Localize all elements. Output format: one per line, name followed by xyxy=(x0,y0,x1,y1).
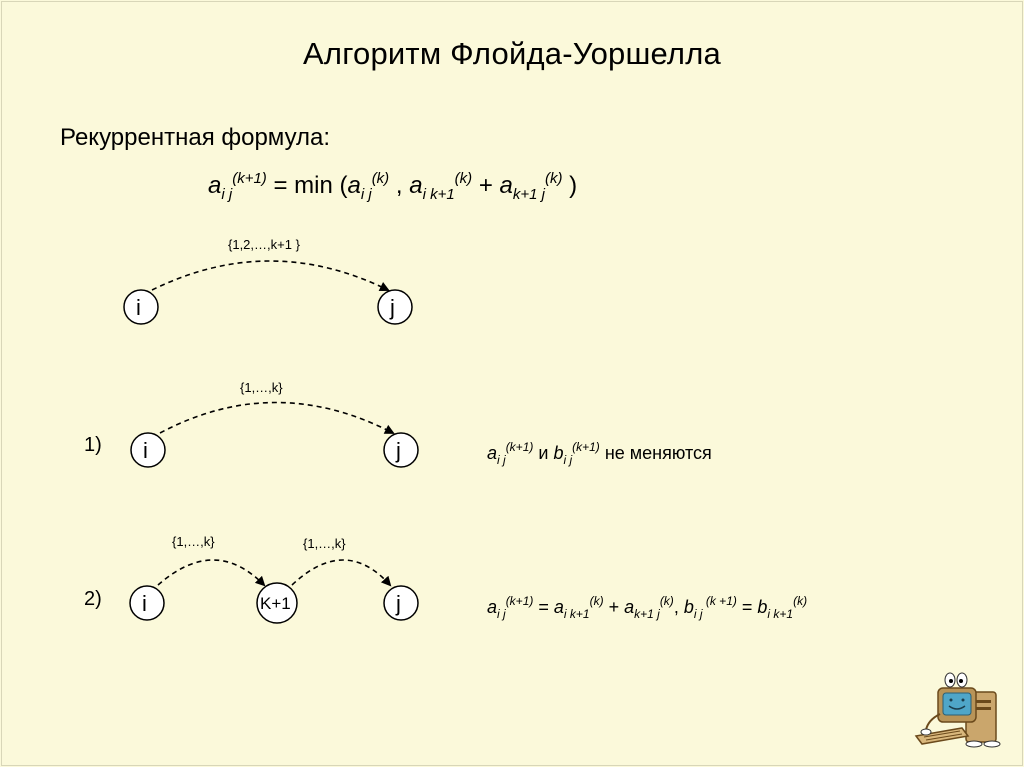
case1-path-arc xyxy=(159,401,395,434)
case2-node-i: i xyxy=(129,585,165,621)
slide-title: Алгоритм Флойда-Уоршелла xyxy=(303,36,721,71)
case2-node-j: j xyxy=(383,585,419,621)
case1-node-i: i xyxy=(130,432,166,468)
case-1-caption: ai j(k+1) и bi j(k+1) не меняются xyxy=(487,440,712,467)
case1-path-label: {1,…,k} xyxy=(240,380,283,395)
recurrence-formula: ai j(k+1) = min (ai j(k) , ai k+1(k) + a… xyxy=(208,170,578,203)
case2-node-k1: K+1 xyxy=(256,582,298,624)
formula-heading: Рекуррентная формула: xyxy=(60,124,331,151)
case1-node-j: j xyxy=(383,432,419,468)
top-path-label: {1,2,…,k+1 } xyxy=(228,237,301,252)
svg-text:j: j xyxy=(389,295,395,320)
svg-text:j: j xyxy=(395,591,401,616)
svg-text:i: i xyxy=(142,591,147,616)
case2-left-label: {1,…,k} xyxy=(172,534,215,549)
case2-left-arc xyxy=(157,559,266,587)
top-path-arc xyxy=(151,260,390,291)
case2-right-label: {1,…,k} xyxy=(303,536,346,551)
case-2-number: 2) xyxy=(84,588,102,610)
computer-mascot-icon xyxy=(914,672,1001,748)
case-1-number: 1) xyxy=(84,434,102,456)
top-node-i: i xyxy=(123,289,159,325)
svg-text:K+1: K+1 xyxy=(260,594,291,613)
top-node-j: j xyxy=(377,289,413,325)
case2-right-arc xyxy=(291,559,392,587)
svg-text:i: i xyxy=(136,295,141,320)
svg-text:i: i xyxy=(143,438,148,463)
case-2-caption: ai j(k+1) = ai k+1(k) + ak+1 j(k), bi j … xyxy=(487,594,808,621)
svg-text:j: j xyxy=(395,438,401,463)
